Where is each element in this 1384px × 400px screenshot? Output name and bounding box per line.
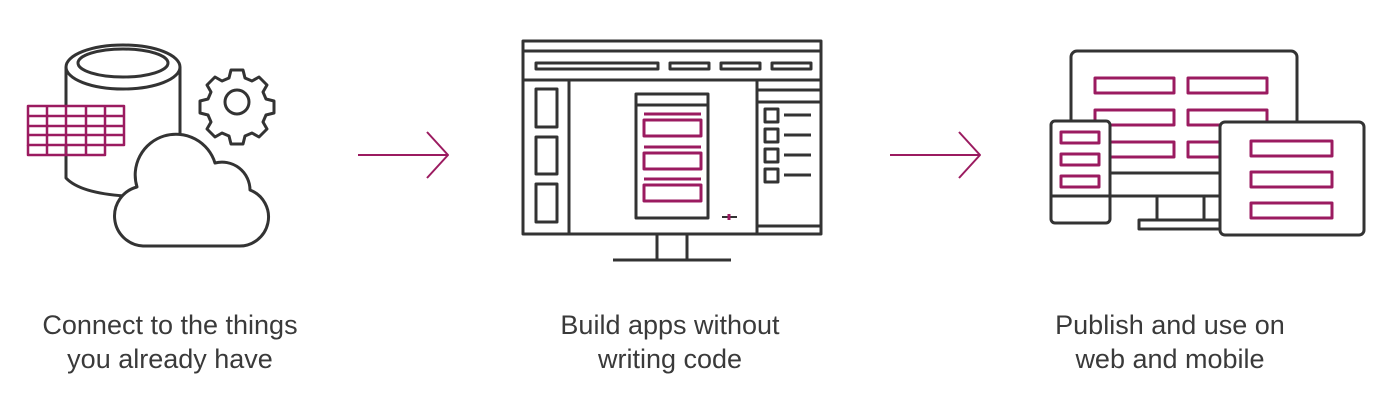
- tablet-icon: [1218, 120, 1366, 237]
- caption-line: you already have: [67, 344, 273, 374]
- step-caption-connect: Connect to the things you already have: [0, 308, 370, 376]
- app-builder-icon: [521, 39, 823, 262]
- multi-device-icon: [1049, 49, 1366, 237]
- step-caption-build: Build apps without writing code: [470, 308, 870, 376]
- caption-line: Build apps without: [560, 310, 780, 340]
- phone-icon: [1049, 119, 1112, 225]
- cloud-icon: [113, 132, 271, 248]
- database-icon: [64, 43, 182, 198]
- arrow-right-icon: [890, 131, 981, 179]
- step-caption-publish: Publish and use on web and mobile: [970, 308, 1370, 376]
- caption-line: web and mobile: [1075, 344, 1265, 374]
- caption-line: Connect to the things: [42, 310, 298, 340]
- caption-line: writing code: [597, 344, 743, 374]
- data-sources-icon: [26, 43, 276, 248]
- arrow-right-icon: [358, 131, 449, 179]
- caption-line: Publish and use on: [1055, 310, 1285, 340]
- table-icon: [26, 104, 126, 157]
- gear-icon: [198, 68, 276, 146]
